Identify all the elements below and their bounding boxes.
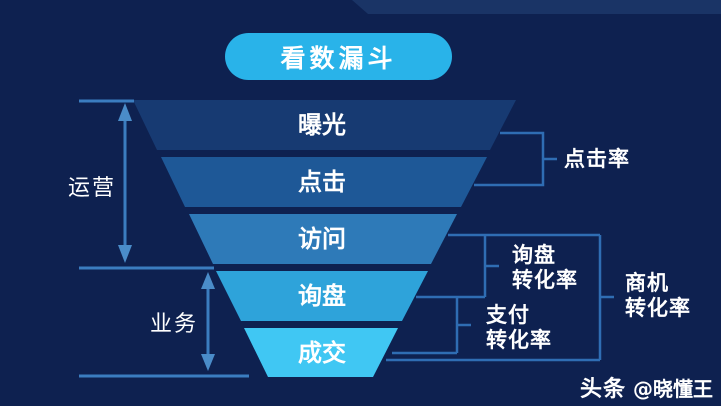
funnel-level-visit	[189, 214, 457, 264]
funnel-label-visit: 访问	[298, 225, 346, 253]
funnel-level-exposure	[133, 100, 516, 150]
funnel-label-deal: 成交	[298, 339, 346, 367]
business-span-arrow	[201, 272, 215, 371]
opportunity-rate-line1: 商机	[625, 271, 669, 295]
operations-label: 运营	[68, 176, 117, 201]
inquiry-rate-line1: 询盘	[512, 243, 556, 267]
arrow-down-icon	[118, 245, 132, 263]
opportunity-rate-label: 商机 转化率	[625, 271, 691, 321]
title-pill: 看数漏斗	[225, 33, 452, 80]
funnel-level-inquiry	[216, 271, 428, 321]
left-reference-lines	[79, 99, 249, 378]
rate-brackets	[386, 131, 614, 362]
inquiry-rate-label: 询盘 转化率	[512, 243, 578, 293]
watermark-brand: 头条	[579, 377, 626, 402]
opportunity-rate-line2: 转化率	[625, 296, 691, 320]
funnel-label-click: 点击	[298, 168, 346, 196]
arrow-up-icon	[201, 272, 215, 289]
page-title: 看数漏斗	[280, 43, 397, 73]
click-rate-label: 点击率	[564, 147, 630, 171]
funnel-label-inquiry: 询盘	[298, 282, 346, 310]
watermark-handle: @晓懂王	[633, 377, 713, 401]
funnel-level-click	[161, 157, 487, 207]
top-background-band	[352, 0, 721, 14]
payment-rate-label: 支付 转化率	[486, 303, 552, 353]
arrow-down-icon	[201, 354, 215, 371]
operations-span-arrow	[118, 103, 132, 263]
inquiry-rate-line2: 转化率	[512, 268, 578, 292]
arrow-up-icon	[118, 103, 132, 121]
watermark: 头条 @晓懂王	[580, 371, 713, 403]
business-label: 业务	[150, 312, 199, 337]
payment-rate-line2: 转化率	[486, 328, 552, 352]
funnel-level-deal	[244, 328, 398, 377]
funnel-label-exposure: 曝光	[298, 111, 346, 139]
payment-rate-line1: 支付	[486, 303, 530, 327]
